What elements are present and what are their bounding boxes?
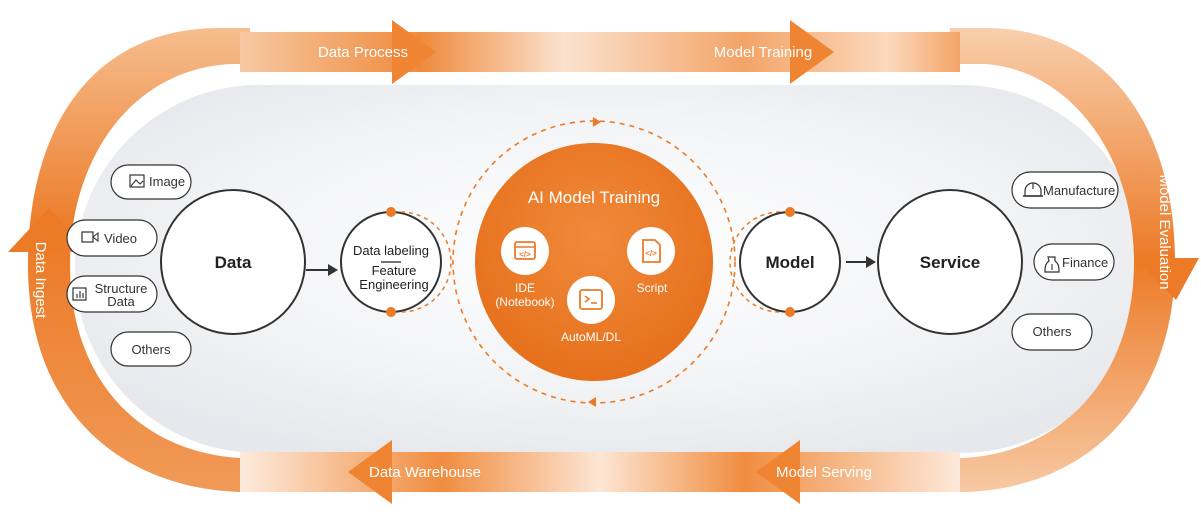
- svg-text:</>: </>: [645, 249, 657, 258]
- source-video-label: Video: [104, 231, 137, 246]
- script-label: Script: [637, 281, 668, 295]
- ide-label-line1: IDE: [515, 281, 535, 295]
- arrow-data-to-labeling-head: [328, 264, 338, 276]
- script-file-icon: </>: [642, 239, 661, 263]
- service-manufacture-label: Manufacture: [1043, 183, 1115, 198]
- hard-hat-icon: [1023, 182, 1043, 197]
- money-bag-icon: [1044, 256, 1060, 273]
- model-evaluation-arc: [940, 28, 1175, 492]
- source-others-pill: Others: [110, 331, 192, 367]
- model-evaluation-arrowhead: [1135, 258, 1199, 300]
- data-warehouse-arrowhead: [348, 440, 392, 504]
- data-node: [160, 189, 306, 335]
- labeling-dot-top: [386, 207, 396, 217]
- model-evaluation-label: Model Evaluation: [1156, 174, 1173, 289]
- bar-chart-icon: [72, 287, 87, 301]
- script-tool: </> Script: [627, 227, 675, 295]
- source-structure-pill: Structure Data: [66, 275, 158, 313]
- video-icon: [81, 231, 99, 243]
- ide-tool: </> IDE (Notebook): [495, 227, 555, 309]
- training-orbit-arrow-bottom: [588, 397, 596, 407]
- ide-label-line2: (Notebook): [495, 295, 554, 309]
- model-training-label: Model Training: [714, 44, 812, 61]
- image-icon: [129, 174, 145, 188]
- service-finance-pill: Finance: [1033, 243, 1115, 281]
- source-image-pill: Image: [110, 164, 192, 200]
- labeling-label-line3: Engineering: [359, 277, 428, 292]
- data-ingest-label: Data Ingest: [32, 242, 49, 320]
- training-core: [475, 143, 713, 381]
- source-structure-label-line1: Structure: [95, 281, 148, 296]
- training-orbit-arrow-top: [593, 117, 601, 127]
- training-title: AI Model Training: [528, 188, 660, 207]
- svg-text:</>: </>: [519, 250, 531, 259]
- automl-label: AutoML/DL: [561, 330, 621, 344]
- service-node-label: Service: [920, 253, 981, 272]
- service-others-label: Others: [1032, 324, 1072, 339]
- data-warehouse-label: Data Warehouse: [369, 464, 481, 481]
- data-process-label: Data Process: [318, 44, 408, 61]
- service-node: [877, 189, 1023, 335]
- model-dot-top: [785, 207, 795, 217]
- labeling-label-line2: Feature: [372, 263, 417, 278]
- model-node-label: Model: [765, 253, 814, 272]
- source-structure-label-line2: Data: [107, 294, 135, 309]
- data-node-label: Data: [215, 253, 252, 272]
- source-video-pill: Video: [66, 219, 158, 257]
- source-image-label: Image: [149, 174, 185, 189]
- terminal-icon: [579, 289, 603, 310]
- labeling-label-line1: Data labeling: [353, 243, 429, 258]
- arrow-model-to-service-head: [866, 256, 876, 268]
- data-ingest-arc: [28, 28, 260, 492]
- top-band: [240, 32, 960, 72]
- service-manufacture-pill: Manufacture: [1011, 171, 1119, 209]
- labeling-dot-bottom: [386, 307, 396, 317]
- model-serving-label: Model Serving: [776, 464, 872, 481]
- data-process-arrowhead: [392, 20, 436, 84]
- service-finance-label: Finance: [1062, 255, 1108, 270]
- automl-tool: AutoML/DL: [561, 276, 621, 344]
- model-training-arrowhead: [790, 20, 834, 84]
- model-dot-bottom: [785, 307, 795, 317]
- model-serving-arrowhead: [756, 440, 800, 504]
- ide-window-icon: </>: [514, 241, 536, 260]
- source-others-label: Others: [131, 342, 171, 357]
- service-others-pill: Others: [1011, 313, 1093, 351]
